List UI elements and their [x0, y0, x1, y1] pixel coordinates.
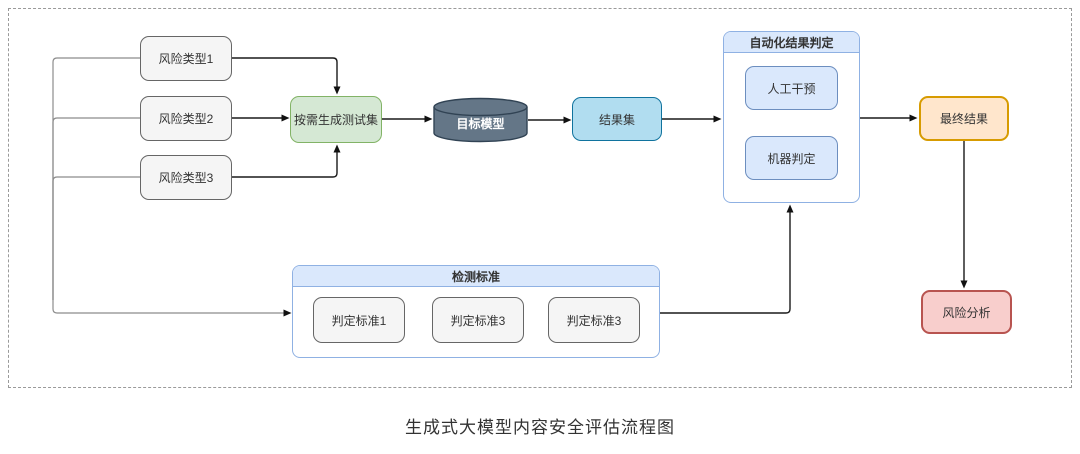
- container-detection-standards-title: 检测标准: [293, 266, 659, 287]
- target-model-label: 目标模型: [456, 117, 505, 131]
- node-result-set: 结果集: [572, 97, 662, 141]
- node-judgment-standard-2: 判定标准3: [432, 297, 524, 343]
- node-judgment-standard-1: 判定标准1: [313, 297, 405, 343]
- node-machine-judgment: 机器判定: [745, 136, 838, 180]
- arrow-standards-to-autojudge: [660, 204, 794, 314]
- node-risk-type-2: 风险类型2: [140, 96, 232, 141]
- diagram-caption: 生成式大模型内容安全评估流程图: [405, 418, 675, 437]
- cylinder-shape: [433, 97, 528, 143]
- line-risk2-to-standards: [52, 117, 140, 300]
- node-final-result: 最终结果: [919, 96, 1009, 141]
- node-risk-analysis: 风险分析: [921, 290, 1012, 334]
- node-risk-type-3: 风险类型3: [140, 155, 232, 200]
- node-target-model-cylinder: 目标模型: [433, 97, 528, 143]
- arrow-risk1-to-generate: [232, 57, 341, 95]
- line-risk3-to-standards: [52, 176, 140, 300]
- node-generate-testset: 按需生成测试集: [290, 96, 382, 143]
- node-manual-intervention: 人工干预: [745, 66, 838, 110]
- container-auto-judgment-title: 自动化结果判定: [724, 32, 859, 53]
- node-judgment-standard-3: 判定标准3: [548, 297, 640, 343]
- node-risk-type-1: 风险类型1: [140, 36, 232, 81]
- diagram-dashed-border: [8, 8, 1072, 388]
- arrow-risk3-to-generate: [232, 144, 341, 178]
